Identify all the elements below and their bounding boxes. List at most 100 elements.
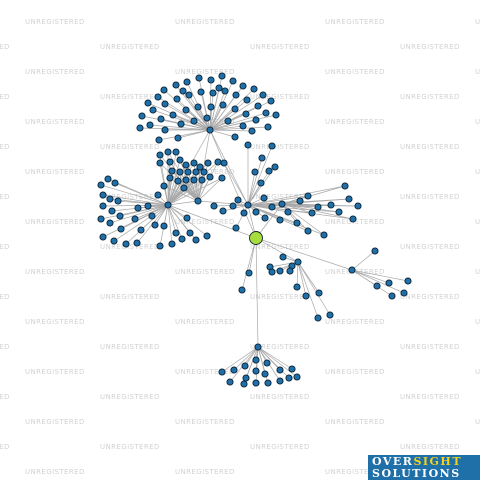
graph-node[interactable] — [156, 159, 164, 167]
graph-node[interactable] — [341, 182, 349, 190]
graph-node[interactable] — [354, 202, 362, 210]
graph-node[interactable] — [110, 237, 118, 245]
graph-node[interactable] — [172, 148, 180, 156]
graph-node[interactable] — [252, 356, 260, 364]
graph-node[interactable] — [261, 214, 269, 222]
graph-node[interactable] — [168, 167, 176, 175]
graph-node[interactable] — [241, 362, 249, 370]
graph-node[interactable] — [196, 163, 204, 171]
graph-node[interactable] — [244, 201, 252, 209]
graph-node[interactable] — [314, 203, 322, 211]
graph-node[interactable] — [136, 124, 144, 132]
graph-node[interactable] — [133, 239, 141, 247]
graph-node[interactable] — [184, 168, 192, 176]
graph-node[interactable] — [260, 194, 268, 202]
graph-node[interactable] — [267, 97, 275, 105]
graph-node[interactable] — [371, 247, 379, 255]
graph-node[interactable] — [248, 127, 256, 135]
graph-node[interactable] — [264, 123, 272, 131]
graph-node[interactable] — [404, 277, 412, 285]
graph-node[interactable] — [161, 126, 169, 134]
graph-node[interactable] — [259, 91, 267, 99]
graph-node[interactable] — [293, 283, 301, 291]
graph-node[interactable] — [108, 207, 116, 215]
graph-node[interactable] — [263, 359, 271, 367]
graph-node[interactable] — [400, 289, 408, 297]
graph-node[interactable] — [250, 85, 258, 93]
graph-node[interactable] — [106, 195, 114, 203]
graph-node[interactable] — [166, 158, 174, 166]
graph-node[interactable] — [219, 101, 227, 109]
graph-node[interactable] — [262, 109, 270, 117]
graph-node[interactable] — [218, 174, 226, 182]
graph-node[interactable] — [226, 378, 234, 386]
graph-node[interactable] — [134, 204, 142, 212]
graph-node[interactable] — [99, 191, 107, 199]
graph-node[interactable] — [294, 258, 302, 266]
graph-node[interactable] — [258, 154, 266, 162]
graph-node[interactable] — [315, 289, 323, 297]
graph-node[interactable] — [164, 148, 172, 156]
graph-node[interactable] — [215, 84, 223, 92]
graph-node[interactable] — [155, 136, 163, 144]
graph-node[interactable] — [122, 240, 130, 248]
graph-node[interactable] — [190, 176, 198, 184]
graph-node[interactable] — [314, 314, 322, 322]
graph-node[interactable] — [192, 168, 200, 176]
graph-node[interactable] — [243, 96, 251, 104]
graph-node[interactable] — [166, 174, 174, 182]
graph-node[interactable] — [254, 343, 262, 351]
graph-node[interactable] — [276, 377, 284, 385]
graph-node[interactable] — [218, 368, 226, 376]
graph-node[interactable] — [240, 380, 248, 388]
graph-node[interactable] — [207, 103, 215, 111]
graph-node[interactable] — [160, 222, 168, 230]
graph-node[interactable] — [261, 370, 269, 378]
graph-node[interactable] — [172, 229, 180, 237]
graph-node[interactable] — [197, 88, 205, 96]
graph-node[interactable] — [176, 156, 184, 164]
graph-node[interactable] — [264, 379, 272, 387]
graph-node[interactable] — [180, 184, 188, 192]
graph-node[interactable] — [195, 74, 203, 82]
graph-node[interactable] — [210, 202, 218, 210]
graph-node[interactable] — [137, 226, 145, 234]
graph-node[interactable] — [146, 121, 154, 129]
graph-node[interactable] — [214, 158, 222, 166]
graph-node[interactable] — [230, 366, 238, 374]
graph-node[interactable] — [144, 99, 152, 107]
graph-node[interactable] — [204, 159, 212, 167]
graph-node[interactable] — [194, 197, 202, 205]
graph-node[interactable] — [272, 111, 280, 119]
graph-node[interactable] — [182, 106, 190, 114]
graph-node[interactable] — [320, 231, 328, 239]
graph-node[interactable] — [169, 111, 177, 119]
graph-node[interactable] — [265, 167, 273, 175]
graph-node[interactable] — [335, 208, 343, 216]
graph-node[interactable] — [164, 201, 172, 209]
graph-node[interactable] — [182, 161, 190, 169]
graph-node[interactable] — [154, 93, 162, 101]
graph-node[interactable] — [286, 267, 294, 275]
graph-node[interactable] — [168, 240, 176, 248]
graph-node[interactable] — [173, 95, 181, 103]
graph-node[interactable] — [251, 168, 259, 176]
graph-node[interactable] — [131, 215, 139, 223]
graph-node[interactable] — [229, 202, 237, 210]
graph-node[interactable] — [288, 365, 296, 373]
graph-node[interactable] — [104, 175, 112, 183]
graph-node[interactable] — [194, 103, 202, 111]
graph-node[interactable] — [231, 133, 239, 141]
graph-node[interactable] — [111, 179, 119, 187]
graph-node[interactable] — [245, 269, 253, 277]
graph-node[interactable] — [229, 77, 237, 85]
graph-node[interactable] — [156, 151, 164, 159]
graph-node[interactable] — [252, 116, 260, 124]
graph-node[interactable] — [234, 196, 242, 204]
graph-node[interactable] — [239, 122, 247, 130]
graph-node[interactable] — [254, 102, 262, 110]
graph-node[interactable] — [203, 232, 211, 240]
graph-node[interactable] — [160, 86, 168, 94]
graph-node[interactable] — [182, 176, 190, 184]
graph-node[interactable] — [172, 81, 180, 89]
